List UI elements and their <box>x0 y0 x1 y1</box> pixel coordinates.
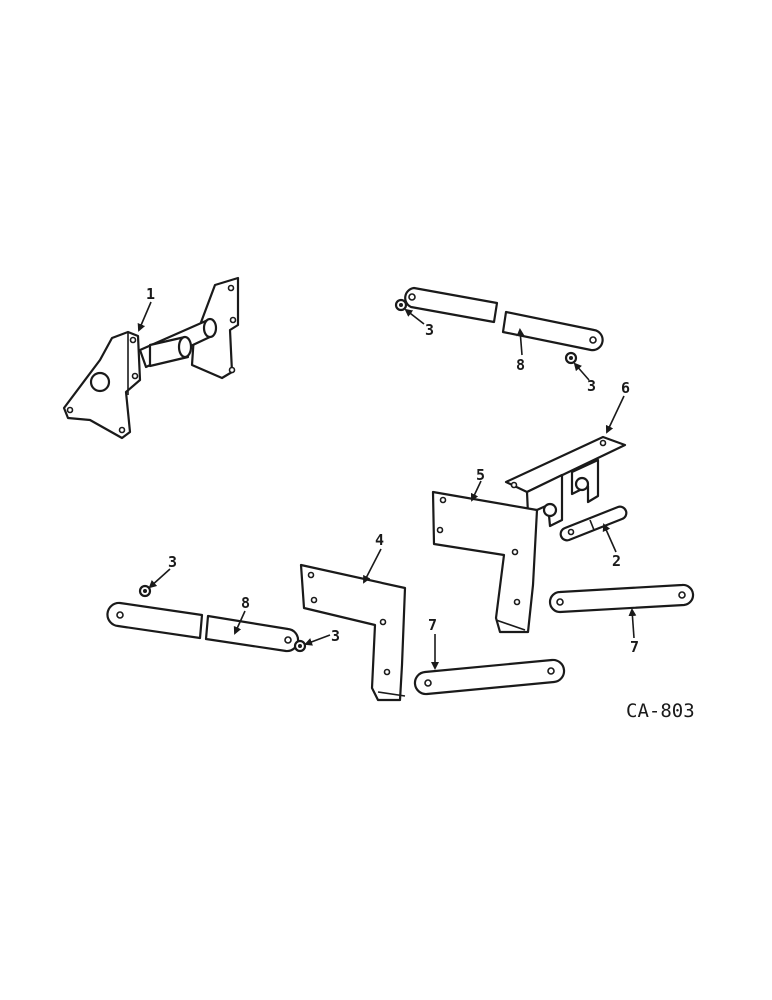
callout-3-lower-right: 3 <box>331 627 340 645</box>
part-1-mounting-frame <box>62 276 240 440</box>
part-7-lower-bar <box>413 658 566 696</box>
part-3-top-right-bolt <box>564 351 578 365</box>
callout-3-lower-left: 3 <box>168 553 177 571</box>
callout-7-lower: 7 <box>428 616 437 634</box>
callout-5: 5 <box>476 466 485 484</box>
part-3-lower-left-bolt <box>138 584 152 598</box>
part-4-l-bracket <box>299 563 407 702</box>
callout-7-right: 7 <box>630 638 639 656</box>
callout-8-lower: 8 <box>241 594 250 612</box>
part-7-right-bar <box>548 583 695 614</box>
part-5-l-bracket <box>431 490 539 634</box>
callout-3-top-right: 3 <box>587 377 596 395</box>
callout-1: 1 <box>146 285 155 303</box>
callout-8-top: 8 <box>516 356 525 374</box>
part-3-lower-right-bolt <box>293 639 307 653</box>
callout-3-top-left: 3 <box>425 321 434 339</box>
part-2-link <box>559 505 628 542</box>
diagram-code-label: CA-803 <box>626 700 695 722</box>
part-6-upper-bracket <box>504 435 627 528</box>
callout-2: 2 <box>612 552 621 570</box>
callout-4: 4 <box>375 531 384 549</box>
part-8-lower-bar-left <box>106 601 204 640</box>
part-8-top-bar-left <box>404 286 499 324</box>
part-8-top-bar-right <box>501 310 604 352</box>
callout-6: 6 <box>621 379 630 397</box>
part-8-lower-bar-right <box>204 614 300 653</box>
part-3-top-left-bolt <box>394 298 408 312</box>
